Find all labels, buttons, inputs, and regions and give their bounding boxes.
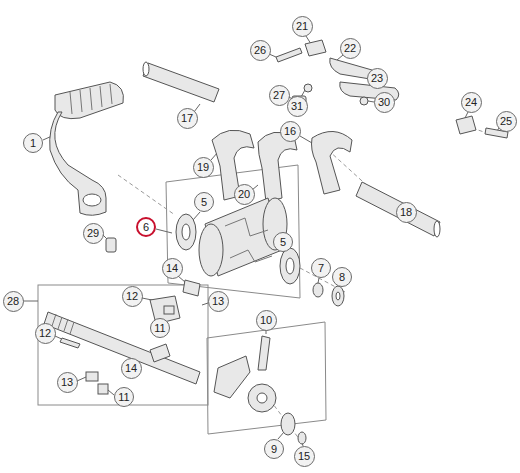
callout-number: 17 xyxy=(177,108,198,129)
callout-text: 1 xyxy=(30,138,36,149)
callout-number: 29 xyxy=(83,223,104,244)
callout-number: 6 xyxy=(136,217,156,237)
callout-text: 5 xyxy=(201,197,207,208)
lever-group-frame xyxy=(207,322,326,434)
callout-text: 22 xyxy=(344,43,356,54)
callout-text: 19 xyxy=(197,162,209,173)
callout-text: 9 xyxy=(271,444,277,455)
callout-number: 24 xyxy=(461,92,482,113)
callout-number: 30 xyxy=(374,92,395,113)
callout-text: 13 xyxy=(212,296,224,307)
callout-text: 28 xyxy=(7,296,19,307)
callout-text: 21 xyxy=(296,21,308,32)
callout-number: 22 xyxy=(340,38,361,59)
callout-number: 25 xyxy=(496,111,517,132)
callout-text: 18 xyxy=(400,207,412,218)
callout-text: 17 xyxy=(181,113,193,124)
callout-text: 12 xyxy=(39,328,51,339)
callout-text: 29 xyxy=(87,228,99,239)
callout-number: 18 xyxy=(396,202,417,223)
lever-arm xyxy=(50,112,106,215)
callout-text: 10 xyxy=(260,315,272,326)
callout-number: 13 xyxy=(57,372,78,393)
callout-number: 7 xyxy=(311,258,331,278)
callout-number: 12 xyxy=(122,286,143,307)
callout-text: 5 xyxy=(280,237,286,248)
callout-number: 19 xyxy=(193,157,214,178)
callout-number: 16 xyxy=(280,121,301,142)
callout-number: 5 xyxy=(194,192,214,212)
callout-text: 11 xyxy=(118,392,129,403)
callout-number: 21 xyxy=(292,16,313,37)
callout-number: 8 xyxy=(332,267,352,287)
fork xyxy=(212,130,254,200)
callout-number: 27 xyxy=(269,85,290,106)
callout-text: 30 xyxy=(378,97,390,108)
callout-text: 7 xyxy=(318,263,324,274)
fork xyxy=(258,132,297,202)
callout-number: 9 xyxy=(264,439,284,459)
callout-number: 23 xyxy=(367,68,388,89)
callout-number: 11 xyxy=(150,318,170,338)
fork xyxy=(312,131,353,194)
callout-text: 14 xyxy=(125,363,137,374)
callout-number: 14 xyxy=(162,258,183,279)
callout-number: 1 xyxy=(23,133,43,153)
callout-number: 13 xyxy=(208,291,229,312)
callout-text: 26 xyxy=(254,45,266,56)
callout-text: 24 xyxy=(465,97,477,108)
callout-text: 31 xyxy=(291,101,303,112)
callout-text: 16 xyxy=(284,126,296,137)
callout-number: 31 xyxy=(287,96,308,117)
callout-text: 13 xyxy=(61,377,73,388)
callout-number: 11 xyxy=(114,387,134,407)
callout-number: 10 xyxy=(256,310,277,331)
callout-text: 14 xyxy=(166,263,178,274)
callout-number: 20 xyxy=(234,184,255,205)
callout-text: 20 xyxy=(238,189,250,200)
callout-text: 8 xyxy=(339,272,345,283)
callout-number: 12 xyxy=(35,323,56,344)
callout-text: 11 xyxy=(154,323,165,334)
callout-number: 15 xyxy=(294,446,315,467)
callout-text: 23 xyxy=(371,73,383,84)
lever-head xyxy=(55,82,123,119)
callout-text: 27 xyxy=(273,90,285,101)
callout-number: 14 xyxy=(121,358,142,379)
callout-number: 28 xyxy=(3,291,24,312)
callout-text: 6 xyxy=(143,222,149,233)
callout-text: 15 xyxy=(298,451,310,462)
callout-text: 25 xyxy=(500,116,512,127)
callout-number: 5 xyxy=(273,232,293,252)
callout-number: 26 xyxy=(250,40,271,61)
callout-text: 12 xyxy=(126,291,138,302)
